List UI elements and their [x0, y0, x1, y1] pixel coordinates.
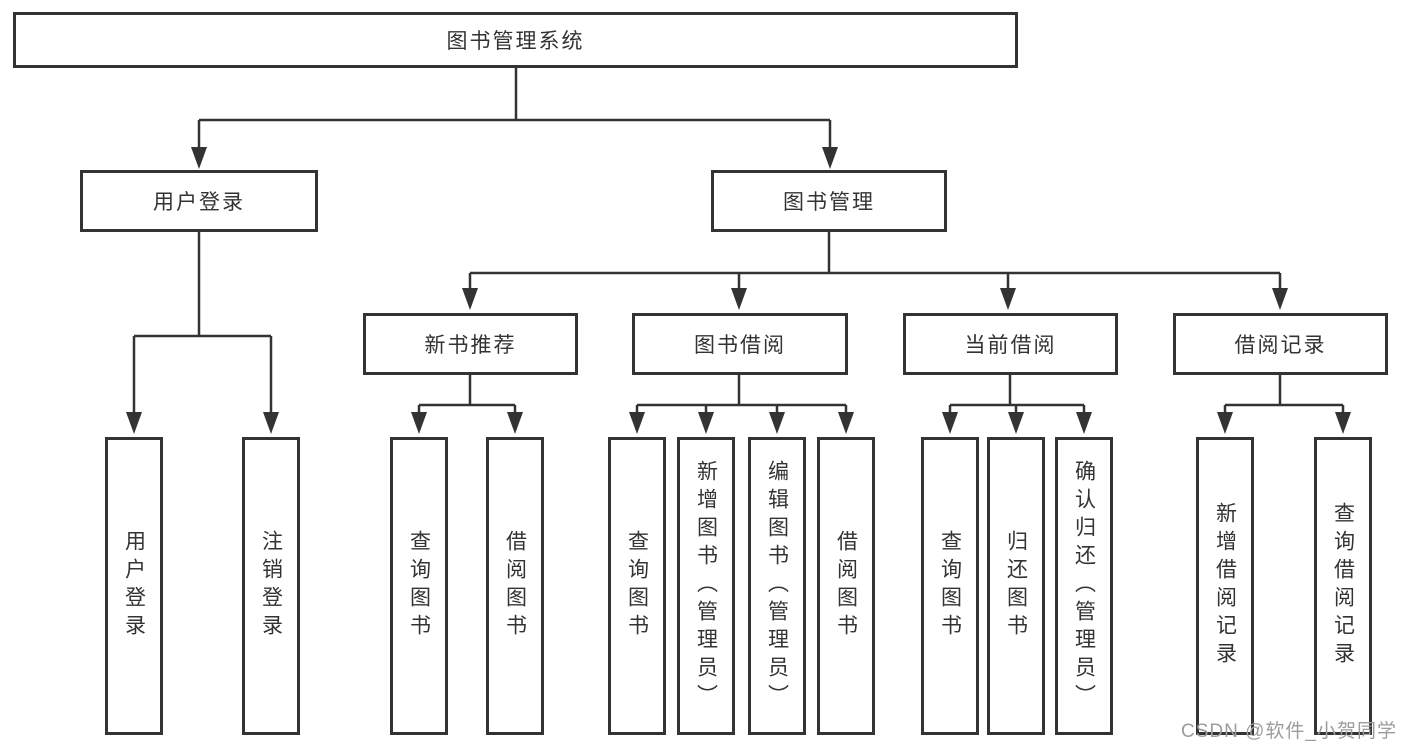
node-label: 用户登录 [122, 530, 146, 642]
leaf-logout: 注销登录 [242, 437, 300, 735]
node-book-borrow: 图书借阅 [632, 313, 848, 375]
node-label: 编辑图书（管理员） [765, 460, 789, 712]
node-label: 注销登录 [259, 530, 283, 642]
node-label: 新增图书（管理员） [694, 460, 718, 712]
node-label: 图书借阅 [694, 334, 786, 357]
node-label: 借阅图书 [503, 530, 527, 642]
node-label: 用户登录 [153, 191, 245, 214]
node-new-book-recommend: 新书推荐 [363, 313, 578, 375]
node-label: 查询图书 [938, 530, 962, 642]
node-current-borrow: 当前借阅 [903, 313, 1118, 375]
node-label: 图书管理 [783, 191, 875, 214]
leaf-add-borrow-record: 新增借阅记录 [1196, 437, 1254, 735]
node-label: 确认归还（管理员） [1072, 460, 1096, 712]
leaf-add-books-admin: 新增图书（管理员） [677, 437, 735, 735]
leaf-edit-books-admin: 编辑图书（管理员） [748, 437, 806, 735]
leaf-borrow-books: 借阅图书 [486, 437, 544, 735]
node-book-management: 图书管理 [711, 170, 947, 232]
node-library-management-system: 图书管理系统 [13, 12, 1018, 68]
node-borrow-records: 借阅记录 [1173, 313, 1388, 375]
leaf-query-books: 查询图书 [921, 437, 979, 735]
leaf-user-login: 用户登录 [105, 437, 163, 735]
leaf-query-books: 查询图书 [608, 437, 666, 735]
csdn-watermark: CSDN @软件_小贺同学 [1181, 721, 1397, 742]
node-label: 查询图书 [407, 530, 431, 642]
leaf-query-borrow-record: 查询借阅记录 [1314, 437, 1372, 735]
node-label: 新书推荐 [424, 334, 517, 357]
leaf-confirm-return-admin: 确认归还（管理员） [1055, 437, 1113, 735]
node-label: 归还图书 [1004, 530, 1028, 642]
leaf-return-books: 归还图书 [987, 437, 1045, 735]
node-label: 新增借阅记录 [1213, 502, 1237, 670]
node-label: 借阅图书 [834, 530, 858, 642]
node-label: 查询借阅记录 [1331, 502, 1355, 670]
node-label: 当前借阅 [964, 334, 1057, 357]
leaf-borrow-books: 借阅图书 [817, 437, 875, 735]
arrowheads [126, 147, 1351, 434]
node-label: 图书管理系统 [446, 30, 585, 53]
node-user-login: 用户登录 [80, 170, 318, 232]
node-label: 查询图书 [625, 530, 649, 642]
leaf-query-books: 查询图书 [390, 437, 448, 735]
node-label: 借阅记录 [1234, 334, 1327, 357]
